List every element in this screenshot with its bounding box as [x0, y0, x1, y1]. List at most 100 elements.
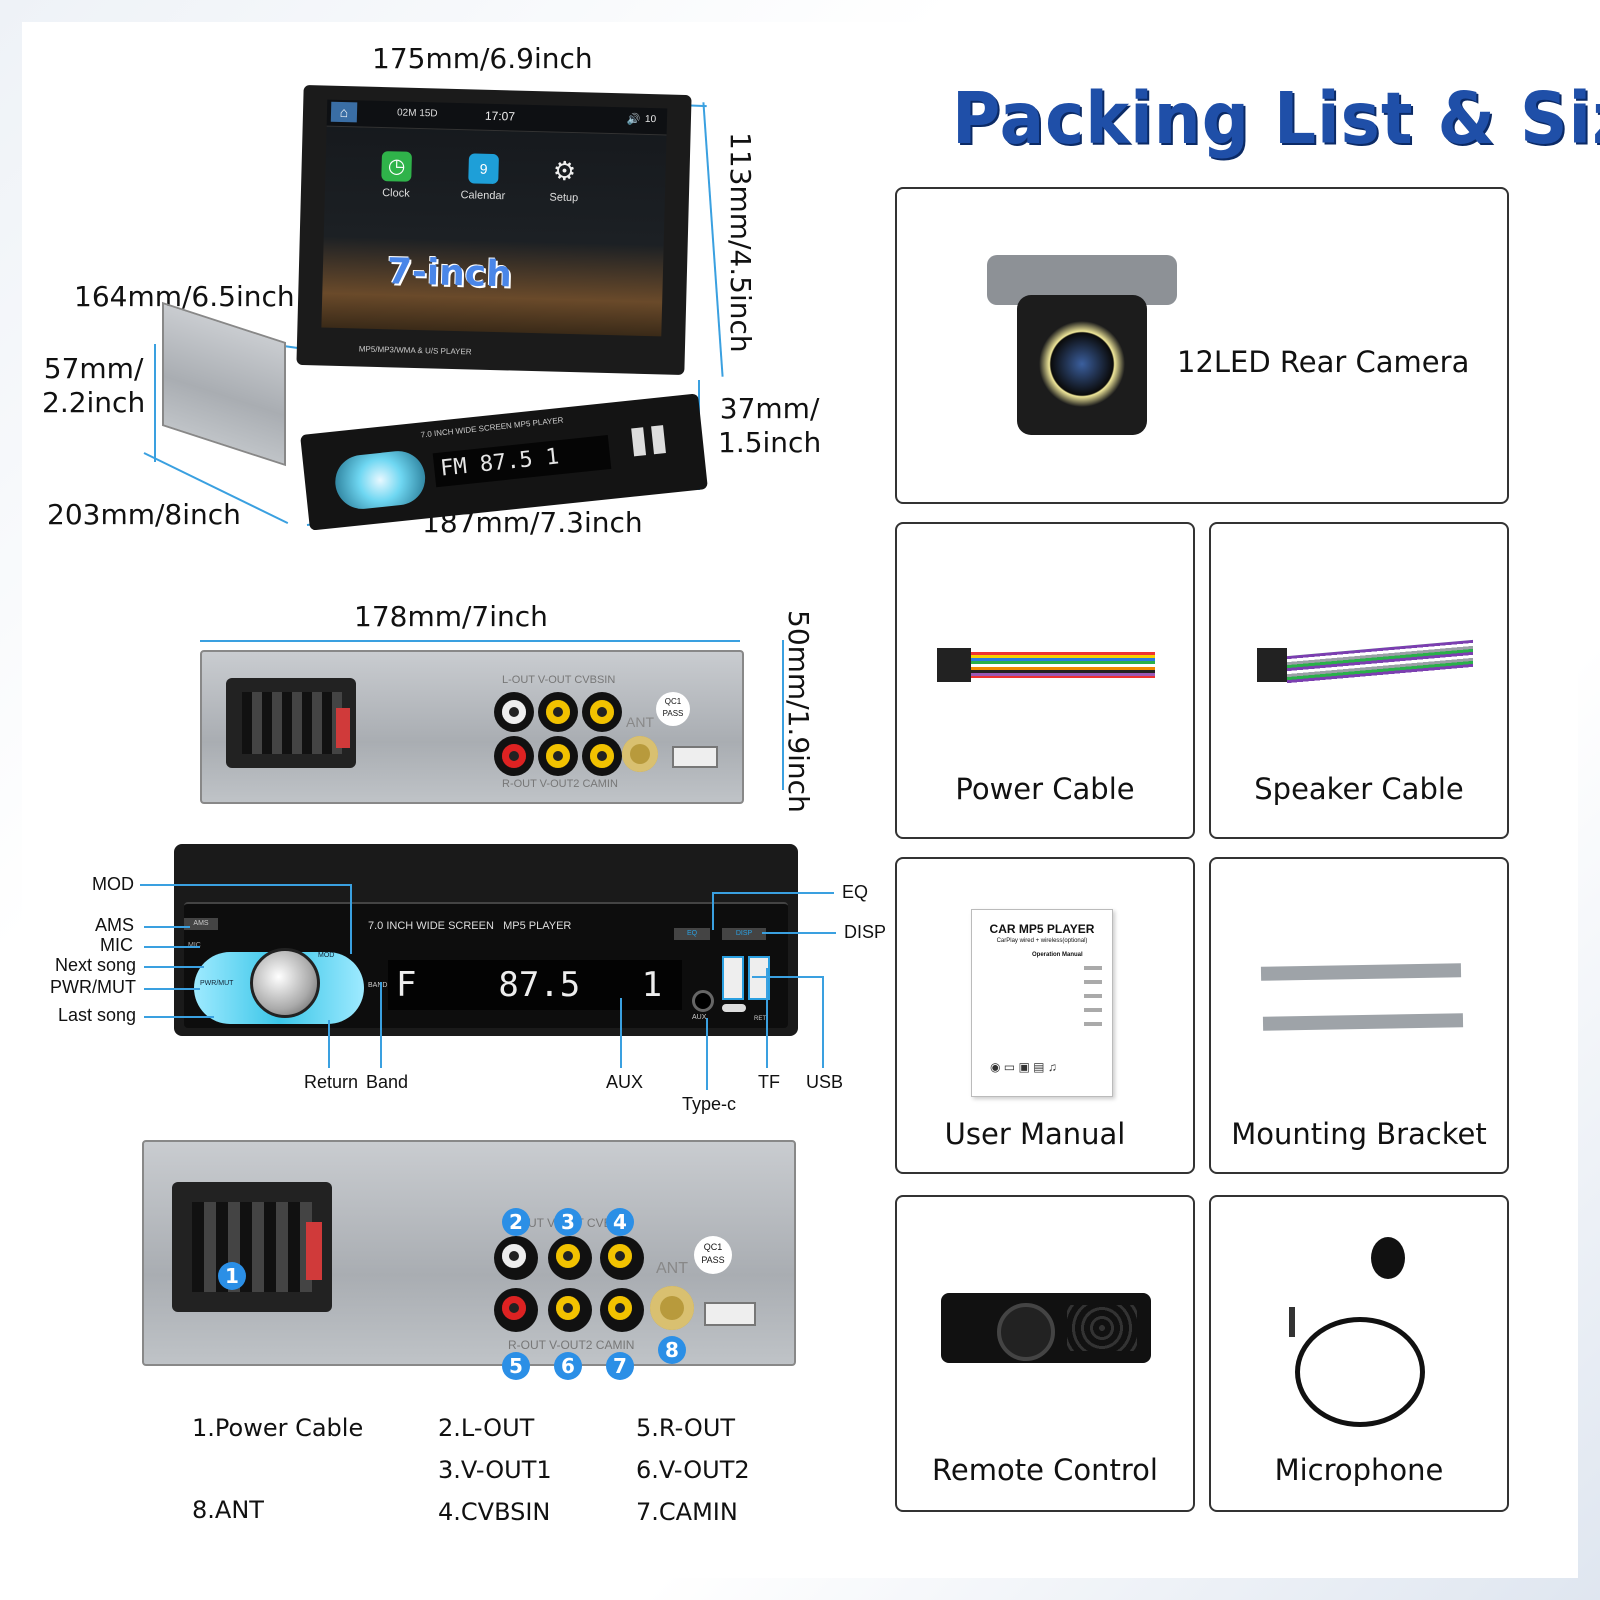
status-time: 17:07	[484, 108, 516, 124]
faceplate: 7.0 INCH WIDE SCREEN MP5 PLAYER FM 87.5 …	[300, 393, 708, 531]
faceplate-text: 7.0 INCH WIDE SCREEN MP5 PLAYER	[420, 415, 564, 440]
rca-jack	[494, 1236, 538, 1280]
dim-depth-top: 164mm/6.5inch	[74, 280, 295, 313]
callout-mic: MIC	[100, 935, 133, 955]
callout-return: Return	[304, 1072, 359, 1092]
pwr-mut-button[interactable]: PWR/MUT	[200, 980, 234, 987]
callout-tf: TF	[758, 1072, 780, 1092]
item-label: Power Cable	[955, 772, 1135, 806]
remote-control-icon	[941, 1293, 1151, 1363]
callout-aux: AUX	[606, 1072, 644, 1092]
usb-port[interactable]	[722, 956, 744, 1000]
calendar-icon: 9	[468, 153, 499, 185]
item-card-microphone: Microphone	[1209, 1195, 1509, 1512]
item-card-user-manual: CAR MP5 PLAYER CarPlay wired + wireless(…	[895, 857, 1195, 1174]
band-label: BAND	[368, 982, 388, 989]
format-icons: ◉ ▭ ▣ ▤ ♫	[990, 1060, 1057, 1074]
callout-band: Band	[366, 1072, 409, 1092]
rca-jack	[582, 692, 622, 732]
aux-jack[interactable]	[692, 990, 714, 1012]
dim-top-width: 175mm/6.9inch	[372, 42, 593, 75]
mounting-bracket-icon	[1260, 963, 1462, 981]
antenna-jack	[622, 736, 658, 772]
rear-label-bottom: R-OUT V-OUT2 CAMIN	[508, 1338, 635, 1352]
item-label: Remote Control	[932, 1453, 1158, 1487]
clock-icon: ◷	[381, 151, 413, 182]
rear-label-bottom: R-OUT V-OUT2 CAMIN	[502, 778, 618, 790]
volume-knob[interactable]	[332, 448, 428, 512]
app-clock[interactable]: ◷ Clock	[371, 151, 422, 200]
manual-subtitle: CarPlay wired + wireless(optional)	[996, 938, 1088, 944]
rear-panel-numbered: L-OUT V-OUT CVBSIN R-OUT V-OUT2 CAMIN QC…	[142, 1140, 796, 1380]
item-card-mounting-bracket: Mounting Bracket	[1209, 857, 1509, 1174]
rear-view-dimensions: 178mm/7inch 50mm/1.9inch L-OUT V-OUT CVB…	[22, 582, 862, 822]
callout-usb: USB	[806, 1072, 844, 1092]
rca-jack	[494, 692, 534, 732]
rear-usb-port	[672, 746, 718, 768]
callout-ams: AMS	[95, 915, 135, 935]
manual-title: CAR MP5 PLAYER	[989, 922, 1095, 936]
gear-icon: ⚙	[552, 155, 577, 187]
item-label: Speaker Cable	[1254, 772, 1464, 806]
disp-button[interactable]: DISP	[722, 928, 766, 940]
port-badge: 2	[502, 1208, 530, 1236]
bezel-text: MP5/MP3/WMA & U/S PLAYER	[358, 344, 472, 357]
legend-power-cable: 1.Power Cable	[192, 1414, 364, 1442]
usb-port[interactable]	[651, 425, 666, 455]
aux-label: AUX	[692, 1014, 707, 1021]
callout-mod: MOD	[92, 874, 134, 894]
type-c-port[interactable]	[722, 1004, 746, 1012]
screen: ⌂ 02M 15D 17:07 🔊 10 ◷ Clock 9 Calendar …	[321, 99, 668, 337]
app-setup[interactable]: ⚙ Setup	[539, 155, 590, 205]
iso-connector	[226, 678, 356, 768]
rca-jack	[494, 1288, 538, 1332]
app-calendar[interactable]: 9 Calendar	[455, 153, 512, 202]
home-icon[interactable]: ⌂	[330, 101, 358, 123]
item-card-speaker-cable: Speaker Cable	[1209, 522, 1509, 839]
item-card-power-cable: Power Cable	[895, 522, 1195, 839]
power-cable-icon	[937, 634, 1157, 694]
dim-front-height: 37mm/ 1.5inch	[718, 392, 822, 459]
item-label: User Manual	[944, 1117, 1126, 1151]
rca-jack	[494, 736, 534, 776]
callout-last-song: Last song	[58, 1005, 137, 1025]
dim-rear-height: 50mm/1.9inch	[782, 610, 815, 813]
pass-sticker: QC1 PASS	[656, 692, 690, 726]
item-label: 12LED Rear Camera	[1177, 345, 1470, 379]
ant-label: ANT	[626, 714, 654, 730]
dim-screen-height: 113mm/4.5inch	[724, 132, 757, 353]
rca-jack	[600, 1236, 644, 1280]
front-title: 7.0 INCH WIDE SCREEN MP5 PLAYER	[368, 920, 572, 932]
mic-label: MIC	[188, 942, 201, 949]
app-label: Clock	[382, 187, 410, 200]
antenna-jack	[650, 1286, 694, 1330]
dim-depth-bottom: 203mm/8inch	[47, 498, 241, 531]
rear-label-top: L-OUT V-OUT CVBSIN	[502, 674, 616, 686]
manual-heading: Operation Manual	[1032, 952, 1083, 958]
dim-side-height: 57mm/ 2.2inch	[42, 352, 146, 419]
ams-button[interactable]: AMS	[184, 918, 218, 930]
legend-ant: 8.ANT	[192, 1496, 264, 1524]
rca-jack	[538, 736, 578, 776]
item-label: Mounting Bracket	[1231, 1117, 1487, 1151]
rca-jack	[538, 692, 578, 732]
usb-port[interactable]	[631, 427, 647, 457]
page-title: Packing List & Size	[952, 76, 1600, 161]
app-label: Setup	[549, 191, 579, 205]
volume-icon: 🔊	[626, 113, 641, 126]
app-label: Calendar	[460, 189, 506, 203]
callout-type-c: Type-c	[682, 1094, 737, 1114]
iso-connector	[172, 1182, 332, 1312]
microphone-icon	[1285, 1237, 1435, 1427]
volume-knob[interactable]	[250, 948, 320, 1018]
callout-pwr-mut: PWR/MUT	[50, 977, 136, 997]
rear-panel: L-OUT V-OUT CVBSIN R-OUT V-OUT2 CAMIN QC…	[200, 650, 744, 804]
callout-eq: EQ	[842, 882, 869, 902]
usb-port[interactable]	[748, 956, 770, 1000]
status-date: 02M 15D	[396, 107, 438, 120]
eq-button[interactable]: EQ	[674, 928, 710, 940]
mod-button[interactable]: MOD	[318, 952, 335, 959]
port-badge: 3	[554, 1208, 582, 1236]
speaker-cable-icon	[1257, 634, 1477, 694]
port-badge: 1	[218, 1262, 246, 1290]
